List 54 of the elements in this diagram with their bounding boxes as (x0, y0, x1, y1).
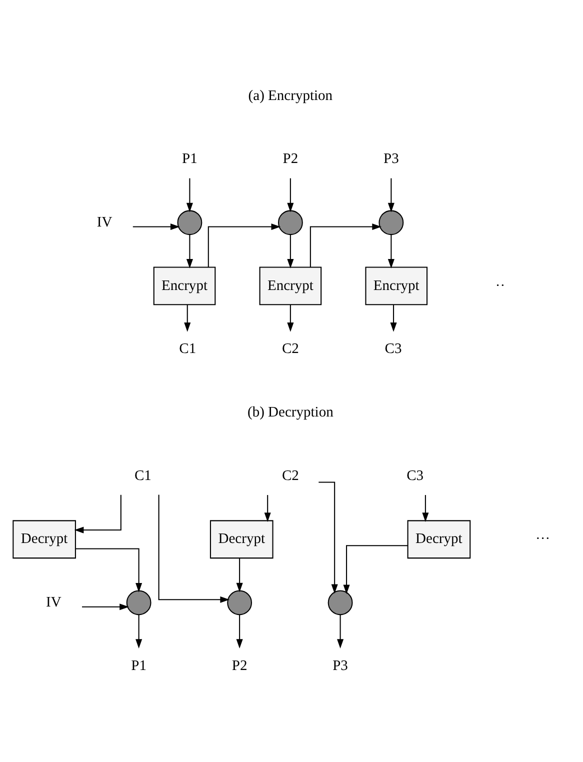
node-circle (176, 210, 202, 236)
arrow (286, 304, 294, 332)
arrow (309, 224, 382, 268)
node-text: P3 (383, 151, 398, 168)
arrow (135, 614, 142, 648)
node-text: P2 (282, 151, 298, 168)
arrow (186, 234, 192, 268)
node-text: P1 (182, 151, 197, 168)
node-circle (277, 210, 302, 236)
node-circle (327, 590, 352, 616)
node-box: Encrypt (258, 266, 322, 306)
node-text: C1 (178, 341, 196, 358)
label: ·· (494, 278, 505, 294)
arrow (75, 548, 142, 592)
arrow (318, 482, 338, 594)
arrow (132, 224, 180, 230)
arrow (286, 178, 294, 212)
node-box: Encrypt (152, 266, 216, 306)
arrow (207, 224, 280, 268)
node-text: C2 (281, 341, 298, 358)
label: (a) Encryption (248, 88, 332, 104)
node-text: IV (96, 214, 112, 230)
arrow (74, 494, 121, 534)
arrow (390, 304, 396, 332)
arrow (286, 234, 294, 268)
arrow (82, 604, 128, 610)
arrow (236, 614, 242, 648)
node-circle (378, 210, 404, 236)
node-box: Decrypt (406, 520, 470, 559)
node-text: C3 (384, 341, 402, 358)
arrow (336, 614, 344, 648)
node-text: P3 (332, 658, 348, 674)
node-text: C2 (281, 468, 298, 484)
arrow (236, 558, 242, 592)
node-circle (226, 590, 252, 616)
arrow (422, 495, 428, 522)
node-text: C3 (406, 468, 424, 484)
node-box: Encrypt (364, 266, 428, 306)
arrow (387, 234, 394, 268)
label: ··· (535, 531, 550, 548)
arrow (158, 494, 230, 603)
arrow (387, 178, 394, 212)
arrow (186, 178, 192, 212)
node-text: P2 (231, 658, 247, 674)
node-box: Decrypt (209, 520, 273, 559)
node-text: C1 (134, 468, 151, 484)
arrow (264, 495, 270, 522)
node-circle (126, 590, 151, 616)
arrow (342, 545, 408, 594)
node-text: IV (45, 594, 61, 611)
label: (b) Decryption (247, 404, 333, 421)
node-box: Decrypt (12, 520, 76, 559)
node-text: P1 (130, 658, 146, 674)
arrow (184, 304, 190, 332)
